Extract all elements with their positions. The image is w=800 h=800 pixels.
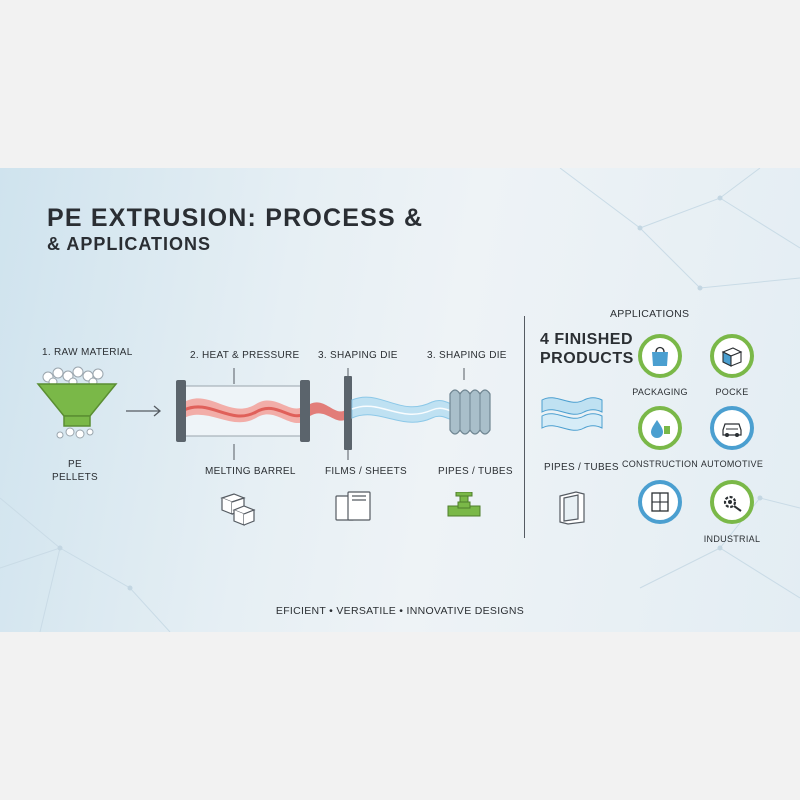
droplet-valve-icon <box>651 420 670 438</box>
application-label-industrial: INDUSTRIAL <box>703 534 761 544</box>
step-shaping-die-label-2: 3. SHAPING DIE <box>427 350 507 361</box>
gear-wrench-icon <box>723 495 742 512</box>
hopper-icon <box>36 366 118 439</box>
pellets-label-line1: PE <box>68 459 82 470</box>
automotive-circle <box>710 406 754 450</box>
window-icon <box>651 492 669 512</box>
packaging-circle <box>638 334 682 378</box>
application-label-packaging: PACKAGING <box>632 387 688 397</box>
films-sheets-label: FILMS / SHEETS <box>325 466 407 477</box>
melting-barrel-label: MELTING BARREL <box>205 466 296 477</box>
step-shaping-die-label: 3. SHAPING DIE <box>318 350 398 361</box>
film-waves-icon <box>541 397 603 431</box>
pipes-tubes-label: PIPES / TUBES <box>438 466 513 477</box>
step-heat-pressure-label: 2. HEAT & PRESSURE <box>190 350 300 361</box>
page-subtitle: & APPLICATIONS <box>47 234 212 254</box>
window-frame-icon <box>559 491 585 525</box>
application-label-automotive: AUTOMOTIVE <box>700 459 764 469</box>
finished-pipes-tubes-label: PIPES / TUBES <box>544 462 619 473</box>
network-background <box>0 168 800 632</box>
applications-title: APPLICATIONS <box>610 308 690 320</box>
window-circle <box>638 480 682 524</box>
application-label-construction: CONSTRUCTION <box>621 459 699 469</box>
page-title: PE EXTRUSION: PROCESS & <box>47 204 424 232</box>
application-label-pocke: POCKE <box>715 387 749 397</box>
industrial-circle <box>710 480 754 524</box>
box-icon <box>721 347 743 367</box>
pocke-circle <box>710 334 754 378</box>
construction-circle <box>638 406 682 450</box>
pellets-label-line2: PELLETS <box>51 472 99 483</box>
finished-products-title-line1: 4 FINISHED <box>540 331 634 348</box>
infographic-banner: PE EXTRUSION: PROCESS & & APPLICATIONS 1… <box>0 168 800 632</box>
boxes-icon <box>220 493 256 526</box>
pipe-fitting-icon <box>447 492 481 517</box>
arrow-right-icon <box>126 405 162 417</box>
section-divider <box>524 316 525 538</box>
extruder-barrel-diagram <box>176 368 491 460</box>
finished-products-title-line2: PRODUCTS <box>540 350 634 367</box>
film-sheets-icon <box>335 491 371 521</box>
step-raw-material-label: 1. RAW MATERIAL <box>42 347 133 358</box>
footer-tagline: EFICIENT • VERSATILE • INNOVATIVE DESIGN… <box>275 605 525 617</box>
shopping-bag-icon <box>652 346 668 366</box>
car-icon <box>722 423 742 437</box>
